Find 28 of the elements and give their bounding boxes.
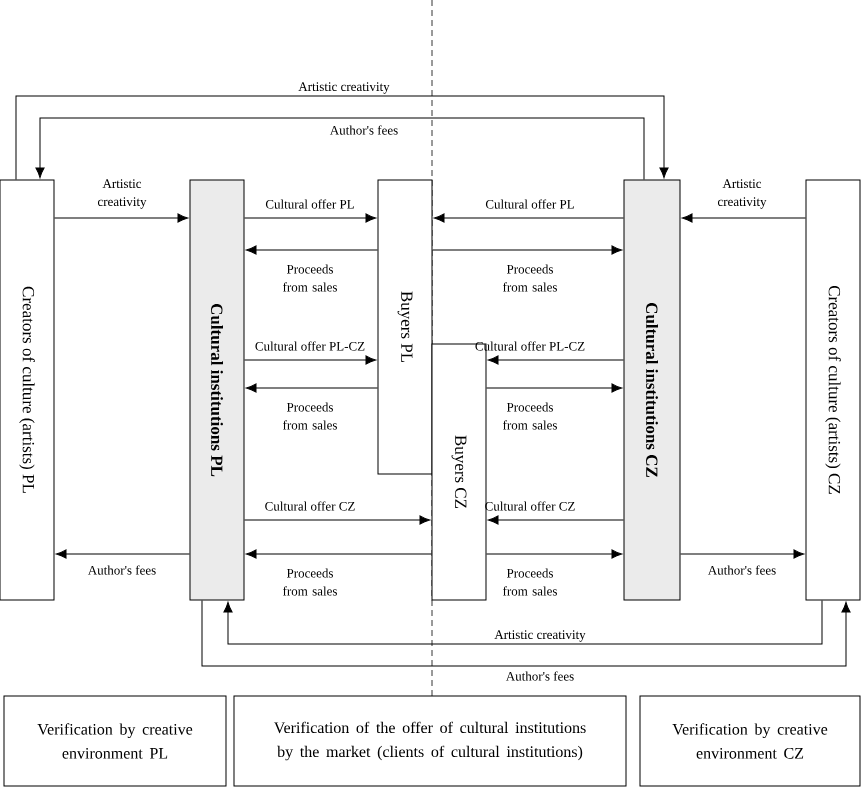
buyer-box: Buyers PL: [377, 179, 433, 475]
arrow: [244, 213, 377, 223]
arrow: [223, 600, 823, 645]
arrow: [486, 383, 623, 393]
arrow: [245, 383, 378, 393]
institution-box: Cultural institutions PL: [189, 179, 245, 601]
verification-box: Verification of the offer of cultural institutions by the market (clients of cultural institutions): [233, 695, 627, 787]
arrow: [55, 549, 190, 559]
arrow: [245, 245, 378, 255]
arrow: [244, 515, 431, 525]
arrow: [245, 549, 432, 559]
arrow: [54, 213, 189, 223]
arrow: [681, 213, 806, 223]
arrow: [244, 355, 377, 365]
verification-box: Verification by creative environment PL: [3, 695, 227, 787]
arrow: [487, 355, 624, 365]
creator-box: Creators of culture (artists) CZ: [805, 179, 861, 601]
verification-box: Verification by creative environment CZ: [639, 695, 861, 787]
arrow: [433, 213, 624, 223]
arrow: [15, 95, 669, 180]
arrow: [487, 515, 624, 525]
arrow: [35, 117, 645, 180]
arrow: [486, 549, 623, 559]
arrow: [680, 549, 805, 559]
arrow: [201, 600, 851, 667]
institution-box: Cultural institutions CZ: [623, 179, 681, 601]
creator-box: Creators of culture (artists) PL: [0, 179, 55, 601]
arrow: [432, 245, 623, 255]
